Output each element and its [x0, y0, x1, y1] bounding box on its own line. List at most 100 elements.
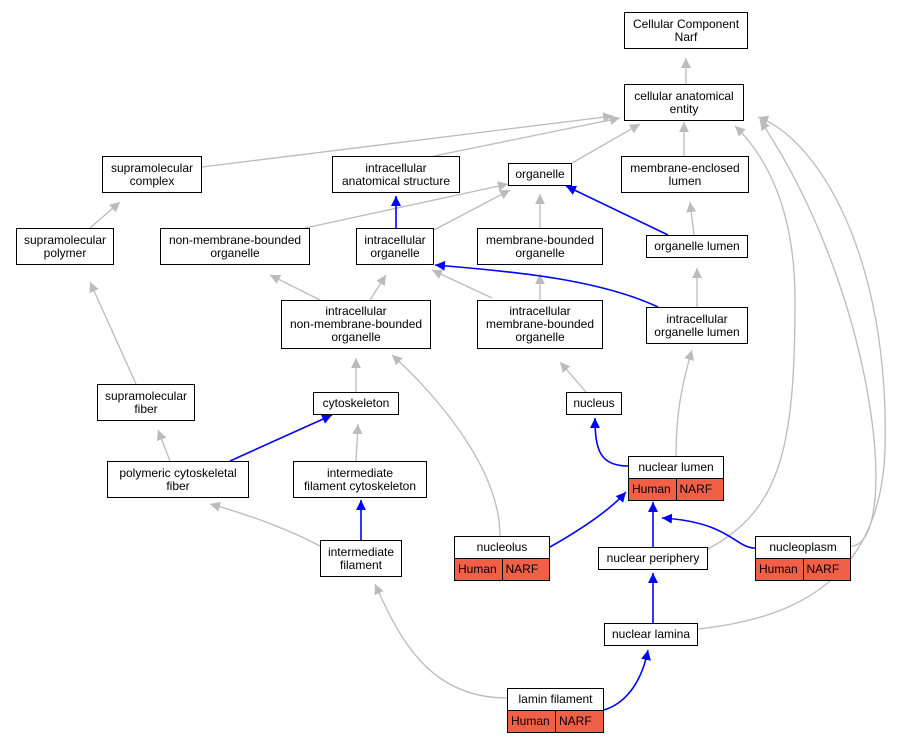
node-label-line: membrane-bounded: [485, 232, 595, 247]
node-nuclear-lamina[interactable]: nuclear lamina: [604, 623, 698, 646]
node-label-line: intracellular: [325, 304, 387, 318]
is-a-edge-21: [209, 501, 321, 547]
is-a-edge-19: [352, 423, 363, 462]
species-badge[interactable]: Human: [759, 562, 798, 576]
part-of-edge-30: [229, 414, 333, 462]
is-a-edge-1: [201, 112, 614, 168]
annotation-badges: Human NARF: [755, 558, 851, 581]
node-cytoskeleton[interactable]: cytoskeleton: [313, 392, 399, 415]
node-label-line: nuclear lamina: [611, 627, 691, 641]
node-label-line: membrane-bounded: [485, 317, 595, 331]
is-a-edge-25: [759, 119, 877, 547]
annotation-badges: Human NARF: [454, 558, 550, 581]
is-a-edge-10: [369, 274, 387, 301]
is-a-edge-26: [697, 115, 886, 630]
node-label-line: organelle: [515, 245, 565, 260]
node-nuclear-periphery[interactable]: nuclear periphery: [598, 547, 708, 570]
node-label-line: non-membrane-bounded: [289, 317, 423, 331]
node-label-line: polymer: [43, 245, 87, 260]
node-label-line: intermediate: [327, 544, 395, 559]
node-nuclear-lumen[interactable]: nuclear lumen: [628, 456, 724, 479]
is-a-edge-6: [304, 181, 509, 229]
part-of-edge-29: [434, 260, 659, 308]
node-label-line: organelle lumen: [654, 324, 740, 339]
node-label-line: nucleus: [573, 396, 615, 410]
node-lamin-filament[interactable]: lamin filament: [507, 688, 604, 711]
is-a-edge-12: [431, 269, 493, 299]
is-a-edge-2: [433, 115, 621, 157]
is-a-edge-11: [269, 274, 321, 301]
edges: [89, 58, 886, 711]
node-label-line: cytoskeleton: [322, 396, 390, 410]
node-label-line: fiber: [166, 478, 190, 493]
is-a-edge-18: [156, 429, 171, 462]
node-label-line: intracellular: [364, 232, 426, 247]
annotation-badges: Human NARF: [628, 478, 724, 501]
source-badge[interactable]: NARF: [501, 559, 550, 580]
node-label-line: entity: [669, 101, 699, 116]
node-label-line: supramolecular: [23, 232, 107, 247]
is-a-edge-24: [707, 125, 796, 550]
part-of-edge-32: [590, 417, 629, 467]
node-label-line: nucleolus: [476, 540, 528, 554]
node-label-line: nuclear periphery: [606, 551, 700, 565]
node-label-line: cellular anatomical: [634, 88, 734, 103]
is-a-edge-3: [571, 123, 641, 164]
is-a-edge-7: [433, 189, 511, 231]
is-a-edge-5: [89, 201, 121, 229]
node-label-line: organelle: [210, 245, 260, 260]
is-a-edge-22: [391, 354, 501, 537]
source-badge[interactable]: NARF: [675, 479, 724, 500]
node-organelle-lumen[interactable]: organelle lumen: [646, 235, 748, 258]
node-organelle[interactable]: organelle: [508, 163, 572, 186]
node-nucleoplasm[interactable]: nucleoplasm: [755, 536, 851, 559]
node-label-line: intracellular: [666, 311, 728, 326]
node-label-line: intracellular: [365, 160, 427, 175]
source-badge[interactable]: NARF: [802, 559, 851, 580]
node-label-line: lamin filament: [518, 692, 593, 706]
node-nucleus[interactable]: nucleus: [566, 392, 622, 415]
species-badge[interactable]: Human: [632, 482, 671, 496]
node-label-line: supramolecular: [110, 160, 194, 175]
node-label-line: filament cytoskeleton: [303, 478, 417, 493]
node-label-line: lumen: [668, 173, 702, 188]
node-label-line: polymeric cytoskeletal: [119, 465, 237, 480]
is-a-edge-15: [89, 281, 137, 385]
species-badge[interactable]: Human: [511, 714, 550, 728]
node-label-line: organelle: [331, 330, 381, 344]
is-a-edge-9: [686, 201, 697, 236]
node-label-line: Cellular Component: [632, 16, 740, 31]
node-label-line: organelle: [515, 167, 565, 181]
species-badge[interactable]: Human: [458, 562, 497, 576]
node-label-line: organelle: [370, 245, 420, 260]
node-label-line: supramolecular: [104, 388, 188, 403]
node-label-line: intracellular: [509, 304, 571, 318]
is-a-edge-23: [374, 583, 508, 699]
node-label-line: non-membrane-bounded: [168, 232, 302, 247]
part-of-edge-37: [603, 649, 651, 711]
part-of-edge-33: [549, 491, 627, 548]
is-a-edge-17: [559, 361, 587, 393]
node-label-line: membrane-enclosed: [630, 160, 740, 175]
node-label-line: Narf: [674, 29, 698, 44]
part-of-edge-28: [565, 185, 669, 236]
source-badge[interactable]: NARF: [555, 711, 603, 732]
is-a-edge-20: [675, 349, 694, 457]
node-nucleolus[interactable]: nucleolus: [454, 536, 550, 559]
